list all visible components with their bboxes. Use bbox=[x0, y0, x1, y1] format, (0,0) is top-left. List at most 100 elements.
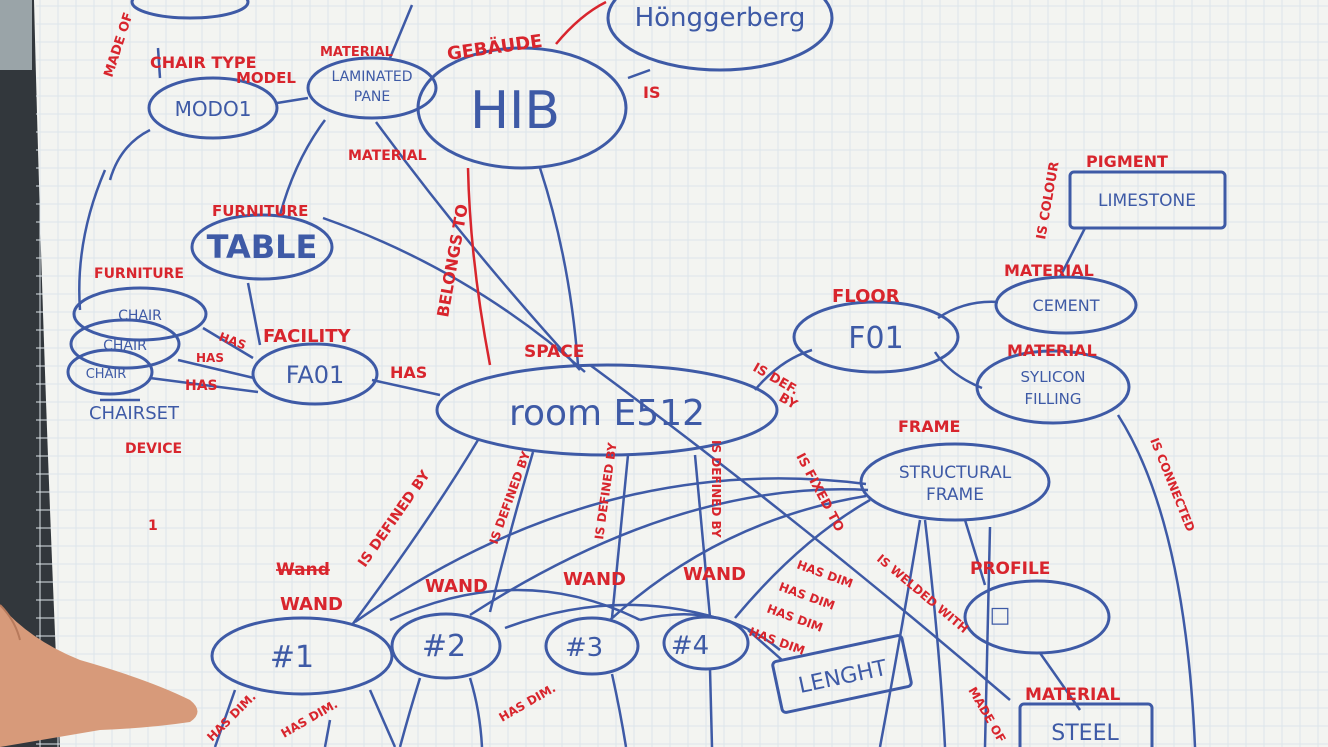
edge-lines bbox=[78, 4, 1197, 747]
edge-hib-room bbox=[538, 167, 580, 366]
chairset-text: CHAIRSET bbox=[89, 403, 180, 424]
label-wand-4: WAND bbox=[683, 564, 746, 585]
label-wand-3: WAND bbox=[563, 569, 626, 590]
edge-n2-down-a bbox=[398, 677, 422, 747]
edge-room-fa01 bbox=[371, 378, 441, 397]
node-profile bbox=[963, 579, 1111, 655]
label-is-defined-by-4: IS DEFINED BY bbox=[709, 440, 723, 538]
node-chair-a bbox=[72, 286, 208, 342]
sylicon-text: SYLICON bbox=[1021, 368, 1086, 386]
room-text: room E512 bbox=[509, 393, 705, 434]
edge-n4-down bbox=[708, 668, 714, 747]
node-n3 bbox=[544, 616, 640, 676]
edge-chair-modo1 bbox=[108, 128, 151, 181]
frame-text: FRAME bbox=[926, 485, 984, 505]
node-n2 bbox=[390, 612, 502, 680]
label-wand-2: WAND bbox=[425, 576, 488, 597]
edge-n1-down-b bbox=[368, 689, 397, 747]
node-structural-frame bbox=[859, 442, 1051, 522]
label-has-3: HAS bbox=[185, 378, 218, 394]
fa01-text: FA01 bbox=[286, 361, 345, 389]
edge-modo1-pane bbox=[276, 96, 309, 105]
edge-fa01-chair-b bbox=[177, 358, 255, 380]
node-steel-box bbox=[1018, 702, 1154, 747]
structural-text: STRUCTURAL bbox=[899, 463, 1012, 483]
edge-n4-frame bbox=[734, 498, 871, 619]
label-has-2: HAS bbox=[196, 351, 224, 365]
edge-sylicon-down bbox=[1116, 414, 1197, 747]
edge-belongs-to bbox=[466, 167, 492, 366]
label-space: SPACE bbox=[524, 342, 584, 362]
edge-room-f01 bbox=[754, 348, 813, 391]
edge-fa01-chair-c bbox=[149, 376, 259, 394]
paper-sheet bbox=[34, 0, 1328, 747]
label-wand-1: WAND bbox=[280, 594, 343, 615]
node-limestone-box bbox=[1068, 170, 1227, 230]
node-hoenggerberg bbox=[606, 0, 834, 72]
edge-table-pane bbox=[278, 119, 327, 216]
node-fa01 bbox=[251, 342, 379, 406]
modo1-text: MODO1 bbox=[175, 97, 252, 121]
edge-frame-down-a bbox=[878, 519, 922, 747]
label-material-cement: MATERIAL bbox=[1004, 261, 1094, 280]
label-profile: PROFILE bbox=[970, 559, 1050, 579]
edge-room-steel bbox=[589, 363, 1011, 701]
label-material-top: MATERIAL bbox=[320, 45, 393, 60]
red-edges bbox=[466, 0, 607, 366]
n3-text: #3 bbox=[565, 633, 603, 663]
node-chair-b bbox=[69, 318, 181, 370]
edge-n2-down-b bbox=[468, 677, 484, 747]
edge-n3-frame bbox=[609, 494, 867, 621]
node-n1 bbox=[210, 616, 394, 696]
f01-text: F01 bbox=[848, 321, 903, 356]
node-chair-c bbox=[66, 348, 154, 396]
node-modo1 bbox=[147, 76, 279, 140]
edge-profile-steel bbox=[1038, 652, 1082, 711]
edge-n1-down-c bbox=[323, 719, 332, 747]
node-shapes bbox=[66, 0, 1227, 747]
label-furniture-chair: FURNITURE bbox=[94, 266, 184, 282]
label-material-pane: MATERIAL bbox=[348, 148, 427, 164]
grid-lines bbox=[36, 0, 1328, 747]
node-lenght-box bbox=[771, 634, 913, 714]
node-laminated-pane bbox=[306, 56, 438, 120]
window-light bbox=[0, 0, 32, 70]
label-pigment: PIGMENT bbox=[1086, 152, 1168, 171]
edge-n2-n4 bbox=[504, 603, 731, 630]
label-model: MODEL bbox=[236, 69, 296, 87]
filling-text: FILLING bbox=[1024, 390, 1081, 408]
edge-fa01-chair-a bbox=[202, 326, 254, 360]
edge-frame-profile bbox=[963, 519, 987, 586]
node-top-cut bbox=[130, 0, 250, 20]
edge-chairset-up bbox=[78, 169, 107, 311]
edge-cement-limestone bbox=[1058, 227, 1087, 278]
edge-n4-lenght bbox=[747, 629, 783, 661]
node-f01 bbox=[792, 300, 960, 374]
edge-n1-down-a bbox=[213, 689, 237, 747]
edge-frame-down-c bbox=[983, 526, 992, 747]
edge-room-n2 bbox=[488, 451, 535, 613]
label-device: DEVICE bbox=[125, 441, 182, 457]
label-material-steel: MATERIAL bbox=[1025, 685, 1121, 705]
label-material-sylicon: MATERIAL bbox=[1007, 341, 1097, 360]
hib-text: HIB bbox=[470, 81, 560, 141]
pane-text: PANE bbox=[354, 89, 390, 105]
laminated-text: LAMINATED bbox=[331, 69, 412, 85]
cement-text: CEMENT bbox=[1033, 296, 1100, 315]
edge-n3-down bbox=[610, 673, 628, 747]
edge-n3-lenght bbox=[639, 613, 781, 651]
edge-pane-up bbox=[388, 4, 414, 59]
label-is: IS bbox=[643, 83, 660, 102]
limestone-text: LIMESTONE bbox=[1098, 191, 1196, 211]
profile-symbol-text: □ bbox=[990, 603, 1011, 628]
node-cement bbox=[994, 275, 1138, 335]
table-text: TABLE bbox=[207, 228, 318, 266]
edge-modo1-up bbox=[156, 47, 162, 79]
edge-fa01-table bbox=[246, 282, 262, 346]
n1-text: #1 bbox=[270, 640, 314, 675]
edge-f01-cement bbox=[937, 300, 999, 320]
label-wand-strike: Wand bbox=[276, 560, 330, 580]
n2-text: #2 bbox=[422, 629, 466, 664]
edge-frame-down-b bbox=[923, 519, 947, 747]
